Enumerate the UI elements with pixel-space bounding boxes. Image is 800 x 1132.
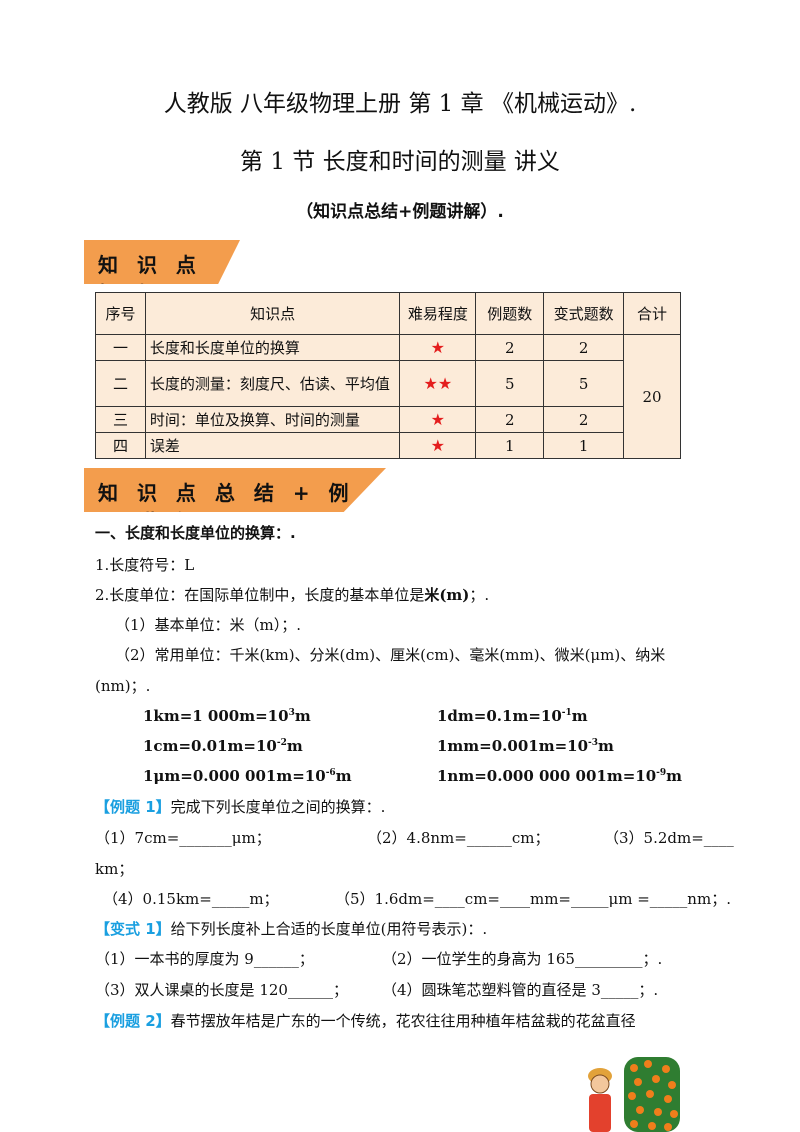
example-label: 【例题 2】 — [95, 1012, 171, 1030]
row-variants: 1 — [543, 432, 625, 459]
formula-text: 1km=1 000m=10 — [143, 707, 289, 725]
sub-item-common-units: （2）常用单位：千米(km)、分米(dm)、厘米(cm)、毫米(mm)、微米(μ… — [115, 646, 666, 664]
row-variants: 5 — [543, 360, 625, 407]
header-total: 合计 — [623, 292, 681, 335]
variant-label: 【变式 1】 — [95, 920, 171, 938]
formula-text: 1dm=0.1m=10 — [437, 707, 562, 725]
formula-mm: 1mm=0.001m=10-3m — [437, 737, 614, 755]
example-1-q5: （5）1.6dm=____cm=____mm=_____μm =_____nm；… — [335, 890, 731, 908]
section-heading: 一、长度和长度单位的换算：. — [95, 524, 296, 542]
row-topic: 长度的测量：刻度尺、估读、平均值 — [144, 360, 401, 407]
subtitle: （知识点总结+例题讲解）. — [296, 202, 504, 222]
variant-1-q3: （3）双人课桌的长度是 120______； — [95, 981, 348, 999]
item-text: 2.长度单位：在国际单位制中，长度的基本单位是 — [95, 586, 425, 604]
formula-um: 1μm=0.000 001m=10-6m — [143, 767, 352, 785]
variant-text: 给下列长度补上合适的长度单位(用符号表示)：. — [170, 920, 488, 938]
row-no: 四 — [95, 432, 146, 459]
person-body-icon — [589, 1094, 611, 1132]
table-row: 二 长度的测量：刻度尺、估读、平均值 ★★ 5 5 — [95, 360, 681, 407]
sub-item-common-units-cont: (nm)；. — [95, 677, 151, 695]
formula-dm: 1dm=0.1m=10-1m — [437, 707, 588, 725]
unit: m — [571, 707, 588, 725]
row-variants: 2 — [543, 406, 625, 433]
variant-1-q2: （2）一位学生的身高为 165_________；. — [382, 950, 663, 968]
row-examples: 1 — [475, 432, 545, 459]
row-examples: 5 — [475, 360, 545, 407]
table-row: 三 时间：单位及换算、时间的测量 ★ 2 2 — [95, 406, 681, 433]
header-no: 序号 — [95, 292, 146, 335]
difficulty-stars: ★ — [399, 432, 477, 459]
summary-banner: 知 识 点 总 结 + 例 题 讲 解 — [84, 468, 386, 512]
formula-cm: 1cm=0.01m=10-2m — [143, 737, 303, 755]
header-variants: 变式题数 — [543, 292, 625, 335]
document-title: 人教版 八年级物理上册 第 1 章 《机械运动》. — [163, 91, 637, 117]
formula-text: 1μm=0.000 001m=10 — [143, 767, 326, 785]
unit: m — [598, 737, 614, 755]
formula-nm: 1nm=0.000 000 001m=10-9m — [437, 767, 682, 785]
formula-text: 1cm=0.01m=10 — [143, 737, 277, 755]
header-difficulty: 难易程度 — [399, 292, 477, 335]
table-header-row: 序号 知识点 难易程度 例题数 变式题数 合计 — [95, 292, 681, 335]
example-label: 【例题 1】 — [95, 798, 171, 816]
header-topic: 知识点 — [144, 292, 401, 335]
tangerine-plant-illustration — [588, 1057, 680, 1132]
exponent: -3 — [588, 738, 599, 748]
item-length-symbol: 1.长度符号：L — [95, 556, 195, 574]
example-1-q3: （3）5.2dm=____ — [604, 829, 734, 847]
unit: m — [286, 737, 303, 755]
row-no: 二 — [95, 360, 146, 407]
row-variants: 2 — [543, 334, 625, 361]
row-no: 一 — [95, 334, 146, 361]
header-examples: 例题数 — [475, 292, 545, 335]
example-1-q2: （2）4.8nm=______cm； — [367, 829, 550, 847]
example-text: 完成下列长度单位之间的换算：. — [170, 798, 386, 816]
item-length-unit: 2.长度单位：在国际单位制中，长度的基本单位是米(m)；. — [95, 584, 489, 605]
variant-1: 【变式 1】给下列长度补上合适的长度单位(用符号表示)：. — [95, 918, 487, 939]
example-1-q3-cont: km； — [95, 860, 134, 878]
framework-banner: 知 识 点 框 架 — [84, 240, 240, 284]
exponent: 3 — [288, 708, 295, 718]
variant-1-q4: （4）圆珠笔芯塑料管的直径是 3_____；. — [382, 981, 659, 999]
sub-item-base-unit: （1）基本单位：米（m）；. — [115, 616, 302, 634]
tangerines — [628, 1060, 678, 1131]
meter-unit-bold: 米(m) — [424, 586, 470, 604]
row-examples: 2 — [475, 406, 545, 433]
table-row: 四 误差 ★ 1 1 — [95, 432, 681, 459]
example-1-q4: （4）0.15km=_____m； — [103, 890, 279, 908]
example-1: 【例题 1】完成下列长度单位之间的换算：. — [95, 796, 385, 817]
difficulty-stars: ★ — [399, 334, 477, 361]
item-text-end: ；. — [469, 586, 490, 604]
exponent: -6 — [325, 768, 336, 778]
exponent: -1 — [561, 708, 572, 718]
row-topic: 时间：单位及换算、时间的测量 — [144, 406, 401, 433]
difficulty-stars: ★ — [399, 406, 477, 433]
formula-text: 1mm=0.001m=10 — [437, 737, 589, 755]
difficulty-stars: ★★ — [399, 360, 477, 407]
row-no: 三 — [95, 406, 146, 433]
table-row: 一 长度和长度单位的换算 ★ 2 2 20 — [95, 334, 681, 459]
row-topic: 误差 — [144, 432, 401, 459]
example-2: 【例题 2】春节摆放年桔是广东的一个传统，花农往往用种植年桔盆栽的花盆直径 — [95, 1010, 636, 1031]
row-examples: 2 — [475, 334, 545, 361]
knowledge-table: 序号 知识点 难易程度 例题数 变式题数 合计 一 长度和长度单位的换算 ★ 2… — [95, 292, 681, 459]
exponent: -9 — [656, 768, 667, 778]
section-title: 第 1 节 长度和时间的测量 讲义 — [240, 149, 560, 175]
example-text: 春节摆放年桔是广东的一个传统，花农往往用种植年桔盆栽的花盆直径 — [170, 1012, 636, 1030]
unit: m — [335, 767, 352, 785]
unit: m — [666, 767, 683, 785]
face-icon — [590, 1074, 610, 1094]
exponent: -2 — [276, 738, 287, 748]
formula-km: 1km=1 000m=103m — [143, 707, 311, 725]
variant-1-q1: （1）一本书的厚度为 9______； — [95, 950, 314, 968]
formula-text: 1nm=0.000 000 001m=10 — [437, 767, 657, 785]
unit: m — [294, 707, 311, 725]
row-topic: 长度和长度单位的换算 — [144, 334, 401, 361]
total-cell: 20 — [623, 334, 681, 459]
example-1-q1: （1）7cm=_______μm； — [95, 829, 271, 847]
